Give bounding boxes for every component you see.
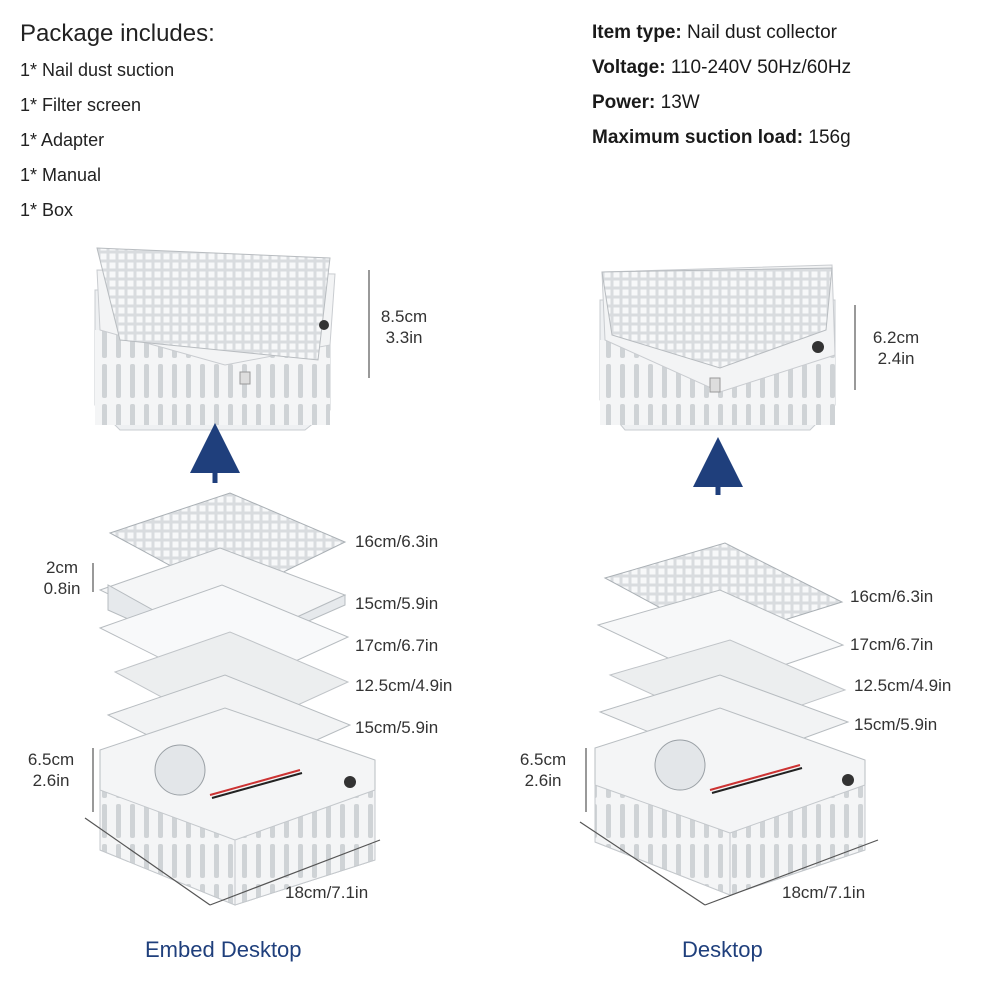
dimension-width: 18cm/7.1in	[285, 883, 369, 902]
package-item: 1* Filter screen	[20, 95, 142, 115]
embed-base	[99, 707, 376, 906]
package-title: Package includes:	[20, 20, 215, 47]
dimension-layer: 17cm/6.7in	[850, 635, 934, 654]
dimension-width: 18cm/7.1in	[782, 883, 866, 902]
dimension-layer: 12.5cm/4.9in	[854, 676, 952, 695]
caption-embed-desktop: Embed Desktop	[145, 937, 302, 962]
desktop-base	[594, 707, 866, 896]
dimension-layer: 15cm/5.9in	[355, 718, 439, 737]
package-item: 1* Adapter	[20, 130, 105, 150]
dimension-layer: 12.5cm/4.9in	[355, 676, 453, 695]
dimension-layer: 16cm/6.3in	[850, 587, 934, 606]
package-item: 1* Nail dust suction	[20, 60, 175, 80]
dimension-layer: 15cm/5.9in	[854, 715, 938, 734]
caption-desktop: Desktop	[682, 937, 763, 962]
desktop-assembled-unit	[599, 264, 836, 431]
dimension-layer: 17cm/6.7in	[355, 636, 439, 655]
embed-assembled-unit	[94, 247, 336, 431]
dimension-layer: 15cm/5.9in	[355, 594, 439, 613]
package-item: 1* Box	[20, 200, 74, 220]
package-item: 1* Manual	[20, 165, 102, 185]
dimension-layer: 16cm/6.3in	[355, 532, 439, 551]
spec-item-type: Item type: Nail dust collector	[592, 22, 837, 43]
spec-voltage: Voltage: 110-240V 50Hz/60Hz	[592, 57, 852, 78]
spec-power: Power: 13W	[592, 92, 700, 113]
embed-exploded-layers	[98, 492, 352, 779]
spec-suction-load: Maximum suction load: 156g	[592, 127, 851, 148]
